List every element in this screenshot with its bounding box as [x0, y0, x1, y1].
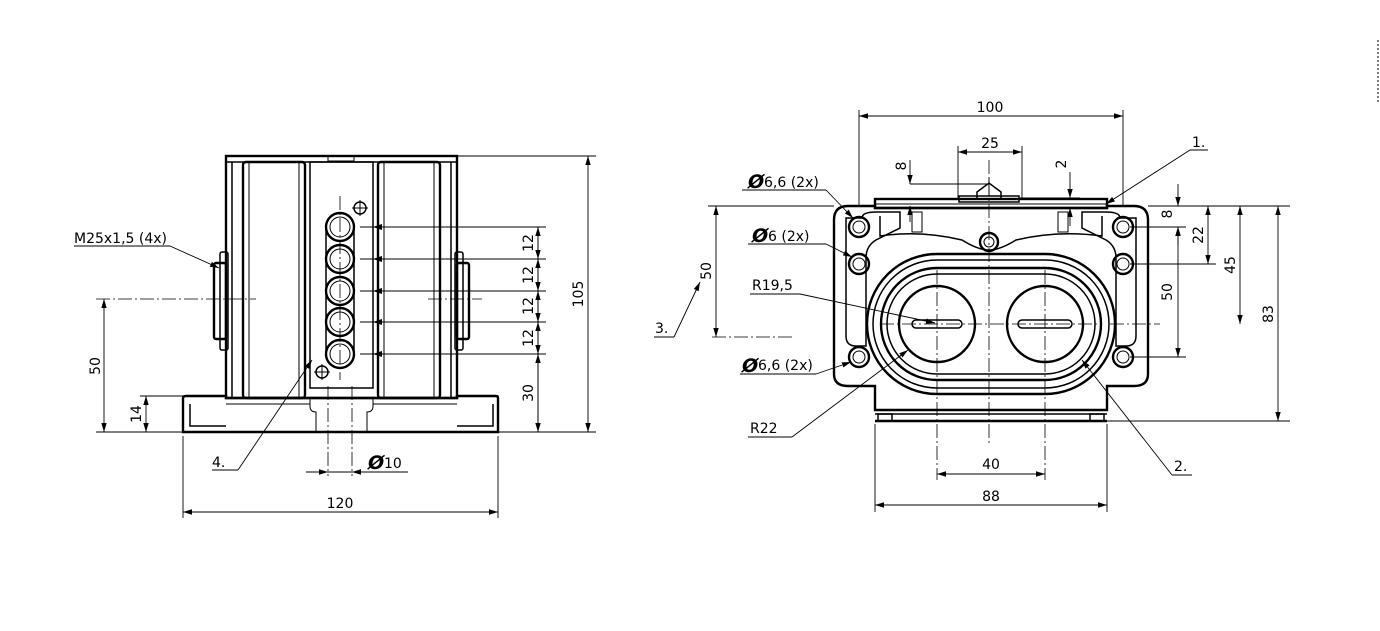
front-dim-22: 22	[1191, 226, 1207, 244]
front-hole-label-mid: 6 (2x)	[768, 229, 809, 245]
callout-2: 2.	[1174, 459, 1187, 475]
front-dim-100: 100	[977, 100, 1004, 116]
side-hole-phi-symbol: Ø	[367, 452, 386, 474]
side-hole-diameter: 10	[384, 456, 402, 472]
front-dim-88: 88	[982, 489, 1000, 505]
side-dim-30: 30	[521, 384, 537, 402]
front-dim-8-top: 8	[894, 162, 910, 171]
front-dim-40: 40	[982, 457, 1000, 473]
front-dim-50-right: 50	[1160, 283, 1176, 301]
side-dim-pitch-3: 12	[521, 297, 537, 315]
front-dim-2-top: 2	[1054, 160, 1070, 169]
side-dim-14: 14	[129, 405, 145, 423]
side-dim-120: 120	[327, 496, 354, 512]
side-dim-50: 50	[88, 357, 104, 375]
side-dim-105: 105	[571, 281, 587, 308]
front-dim-83: 83	[1261, 305, 1277, 323]
side-dim-pitch-4: 12	[521, 329, 537, 347]
thread-label: M25x1,5 (4x)	[74, 231, 167, 247]
side-dim-pitch-1: 12	[521, 234, 537, 252]
front-hole-label-bottom: 6,6 (2x)	[758, 358, 813, 374]
side-view: 105 12 12 12 12 30 50 14 120	[74, 154, 596, 518]
callout-3: 3.	[655, 321, 668, 337]
side-dim-pitch-2: 12	[521, 266, 537, 284]
front-radius-outer: R22	[750, 421, 778, 437]
front-radius-inner: R19,5	[752, 278, 793, 294]
front-hole-label-top: 6,6 (2x)	[764, 175, 819, 191]
front-view: 100 25 8 2 Ø 6,6 (2x) Ø 6 (2x) Ø 6,6 (2x…	[654, 100, 1290, 512]
front-dim-8-right: 8	[1160, 210, 1176, 219]
callout-4: 4.	[212, 455, 225, 471]
front-hole-top-phi: Ø	[747, 171, 766, 193]
callout-1: 1.	[1192, 135, 1205, 151]
front-dim-25: 25	[981, 136, 999, 152]
front-hole-mid-phi: Ø	[751, 225, 770, 247]
front-dim-45: 45	[1223, 256, 1239, 274]
front-hole-bottom-phi: Ø	[741, 355, 760, 377]
front-dim-50-left: 50	[699, 262, 715, 280]
